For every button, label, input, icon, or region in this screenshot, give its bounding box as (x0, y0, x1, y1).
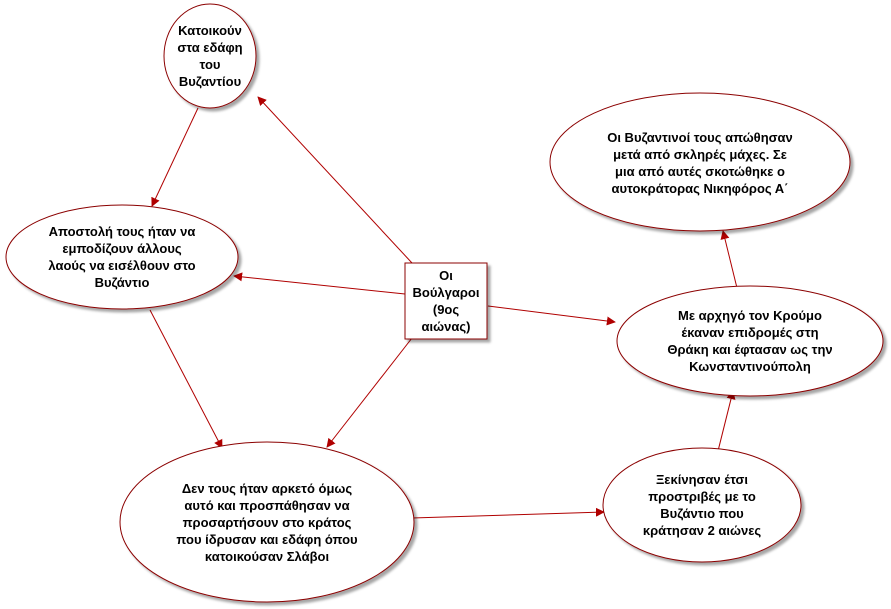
arrow-settled-to-mission (151, 107, 199, 207)
arrow-center-to-mission (233, 272, 406, 295)
arrow-mission-to-not-enough (149, 309, 223, 449)
node-settled-label: Κατοικούν στα εδάφη του Βυζαντίου (177, 23, 243, 89)
node-mission-ellipse (5, 204, 239, 310)
arrow-not-enough-to-conflicts (411, 507, 605, 519)
center-box (404, 262, 488, 340)
node-settled-ellipse (163, 3, 257, 109)
arrow-center-to-not-enough (326, 337, 413, 448)
arrow-conflicts-to-krum (716, 390, 736, 456)
node-conflicts-label: Ξεκίνησαν έτσι προστριβές με το Βυζάντιο… (642, 472, 762, 538)
node-conflicts-ellipse (602, 447, 802, 563)
shapes (5, 3, 884, 603)
node-not-enough-ellipse (119, 441, 415, 603)
node-not-enough-label: Δεν τους ήταν αρκετό όμως αυτό και προσπ… (176, 480, 358, 564)
arrow-krum-to-repelled (720, 230, 738, 289)
node-krum-label: Με αρχηγό τον Κρούμο έκαναν επιδρομές στ… (667, 308, 833, 374)
arrow-center-to-krum (487, 305, 616, 326)
center-label: Οι Βούλγαροι (9ος αιώνας) (412, 268, 480, 334)
node-krum-ellipse (616, 285, 884, 397)
arrow-center-to-settled (257, 96, 413, 264)
node-repelled-label: Οι Βυζαντινοί τους απώθησαν μετά από σκλ… (607, 130, 793, 196)
node-mission-label: Αποστολή τους ήταν να εμποδίζουν άλλους … (48, 224, 196, 290)
connectors (149, 96, 738, 519)
node-repelled-ellipse (549, 92, 851, 232)
